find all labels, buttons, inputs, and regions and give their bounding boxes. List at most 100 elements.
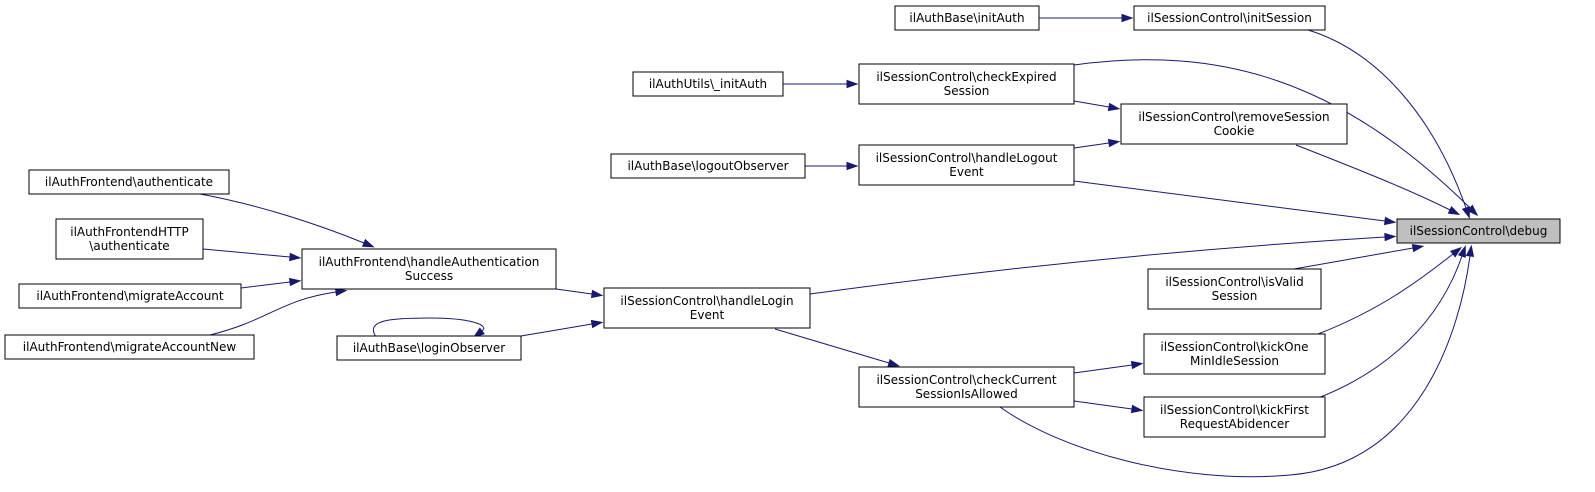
arrow-head-icon (1466, 204, 1479, 217)
node-box (858, 63, 1075, 105)
node-label: ilAuthFrontend\migrateAccountNew (23, 340, 237, 354)
edge-line (555, 288, 593, 295)
node-box (1396, 218, 1561, 244)
node-label: ilSessionControl\checkCurrent (876, 373, 1056, 387)
node-handleAuthSuccess[interactable]: ilAuthFrontend\handleAuthenticationSucce… (301, 248, 557, 290)
node-label: ilSessionControl\handleLogin (620, 294, 793, 308)
node-box (1147, 268, 1322, 310)
edge-logoutObserver-to-handleLogout (805, 161, 859, 171)
node-box (894, 5, 1040, 31)
arrow-head-icon (1450, 246, 1463, 258)
node-debug[interactable]: ilSessionControl\debug (1396, 218, 1561, 244)
arrow-head-icon (1447, 206, 1461, 216)
edge-line (1073, 180, 1386, 222)
edge-checkExpired-to-debug (1073, 59, 1479, 217)
node-label: ilSessionControl\kickOne (1160, 340, 1308, 354)
node-label: ilSessionControl\kickFirst (1160, 403, 1309, 417)
node-label: ilSessionControl\removeSession (1138, 110, 1329, 124)
edge-handleLogin-to-checkCurrent (774, 328, 901, 367)
edge-line (809, 236, 1386, 295)
node-initSession[interactable]: ilSessionControl\initSession (1133, 5, 1326, 31)
edge-checkCurrent-to-kickOne (1073, 360, 1144, 374)
node-box (603, 287, 811, 329)
edge-kickFirst-to-debug (1317, 245, 1466, 399)
edge-line (1073, 364, 1133, 374)
node-logoutObserver[interactable]: ilAuthBase\logoutObserver (610, 153, 806, 179)
arrow-head-icon (846, 79, 859, 89)
node-feAuth[interactable]: ilAuthFrontend\authenticate (28, 169, 230, 195)
arrow-head-icon (1107, 102, 1121, 112)
arrow-head-icon (846, 161, 859, 171)
edge-line (1317, 253, 1454, 335)
node-box (55, 218, 204, 260)
edge-handleLogout-to-removeCookie (1073, 138, 1121, 149)
node-label: ilSessionControl\handleLogout (876, 151, 1058, 165)
node-box (1133, 5, 1326, 31)
node-checkCurrent[interactable]: ilSessionControl\checkCurrentSessionIsAl… (858, 366, 1075, 408)
arrow-head-icon (1107, 138, 1121, 148)
edge-line (520, 323, 593, 337)
edge-line (1073, 400, 1133, 410)
edge-line (240, 281, 291, 289)
edge-line (1295, 144, 1451, 211)
arrow-head-icon (361, 238, 375, 248)
edge-line (1293, 247, 1414, 270)
node-initAuth[interactable]: ilAuthBase\initAuth (894, 5, 1040, 31)
node-box (632, 71, 784, 97)
node-utilsInitAuth[interactable]: ilAuthUtils\_initAuth (632, 71, 784, 97)
node-box (610, 153, 806, 179)
edge-initAuth-to-initSession (1039, 13, 1134, 23)
edge-line (1073, 142, 1110, 149)
node-box (1143, 396, 1326, 438)
node-box (28, 169, 230, 195)
node-kickFirst[interactable]: ilSessionControl\kickFirstRequestAbidenc… (1143, 396, 1326, 438)
node-label: ilAuthFrontend\authenticate (45, 175, 213, 189)
edge-line (202, 248, 291, 258)
arrow-head-icon (887, 358, 901, 367)
edge-checkCurrent-to-kickFirst (1073, 400, 1144, 414)
node-box (858, 366, 1075, 408)
node-label: ilAuthBase\loginObserver (353, 341, 505, 355)
edge-loginObserver-to-handleLogin (520, 319, 604, 337)
edge-loginObserver-to-loginObserver (373, 317, 485, 338)
node-label: ilAuthBase\logoutObserver (627, 159, 788, 173)
node-box (18, 283, 242, 309)
edge-line (199, 193, 365, 244)
edge-line (1317, 255, 1463, 399)
edge-kickOne-to-debug (1317, 246, 1463, 335)
edge-line (774, 328, 890, 364)
node-label: ilAuthFrontendHTTP (70, 225, 188, 239)
edge-migrateAccount-to-handleAuthSuccess (240, 277, 302, 289)
node-feHttpAuth[interactable]: ilAuthFrontendHTTP\authenticate (55, 218, 204, 260)
node-loginObserver[interactable]: ilAuthBase\loginObserver (336, 335, 522, 361)
node-label: ilSessionControl\isValid (1165, 275, 1303, 289)
arrow-head-icon (1130, 360, 1144, 370)
edge-line (1073, 59, 1471, 209)
node-box (301, 248, 557, 290)
edge-line (209, 291, 337, 336)
edge-line (999, 255, 1471, 478)
arrow-head-icon (1130, 404, 1144, 414)
node-box (1143, 333, 1326, 375)
node-migrateAccountNew[interactable]: ilAuthFrontend\migrateAccountNew (4, 334, 255, 360)
node-label: SessionIsAllowed (915, 387, 1018, 401)
edge-line (1307, 29, 1467, 209)
edge-handleLogin-to-debug (809, 232, 1397, 295)
node-label: ilSessionControl\debug (1410, 224, 1548, 238)
node-label: ilAuthFrontend\migrateAccount (36, 289, 224, 303)
arrow-head-icon (1457, 245, 1466, 258)
edge-feHttpAuth-to-handleAuthSuccess (202, 248, 302, 262)
arrow-head-icon (288, 277, 302, 287)
arrow-head-icon (1384, 232, 1397, 242)
node-migrateAccount[interactable]: ilAuthFrontend\migrateAccount (18, 283, 242, 309)
node-box (4, 334, 255, 360)
edge-checkExpired-to-removeCookie (1073, 100, 1121, 112)
arrow-head-icon (472, 327, 485, 338)
